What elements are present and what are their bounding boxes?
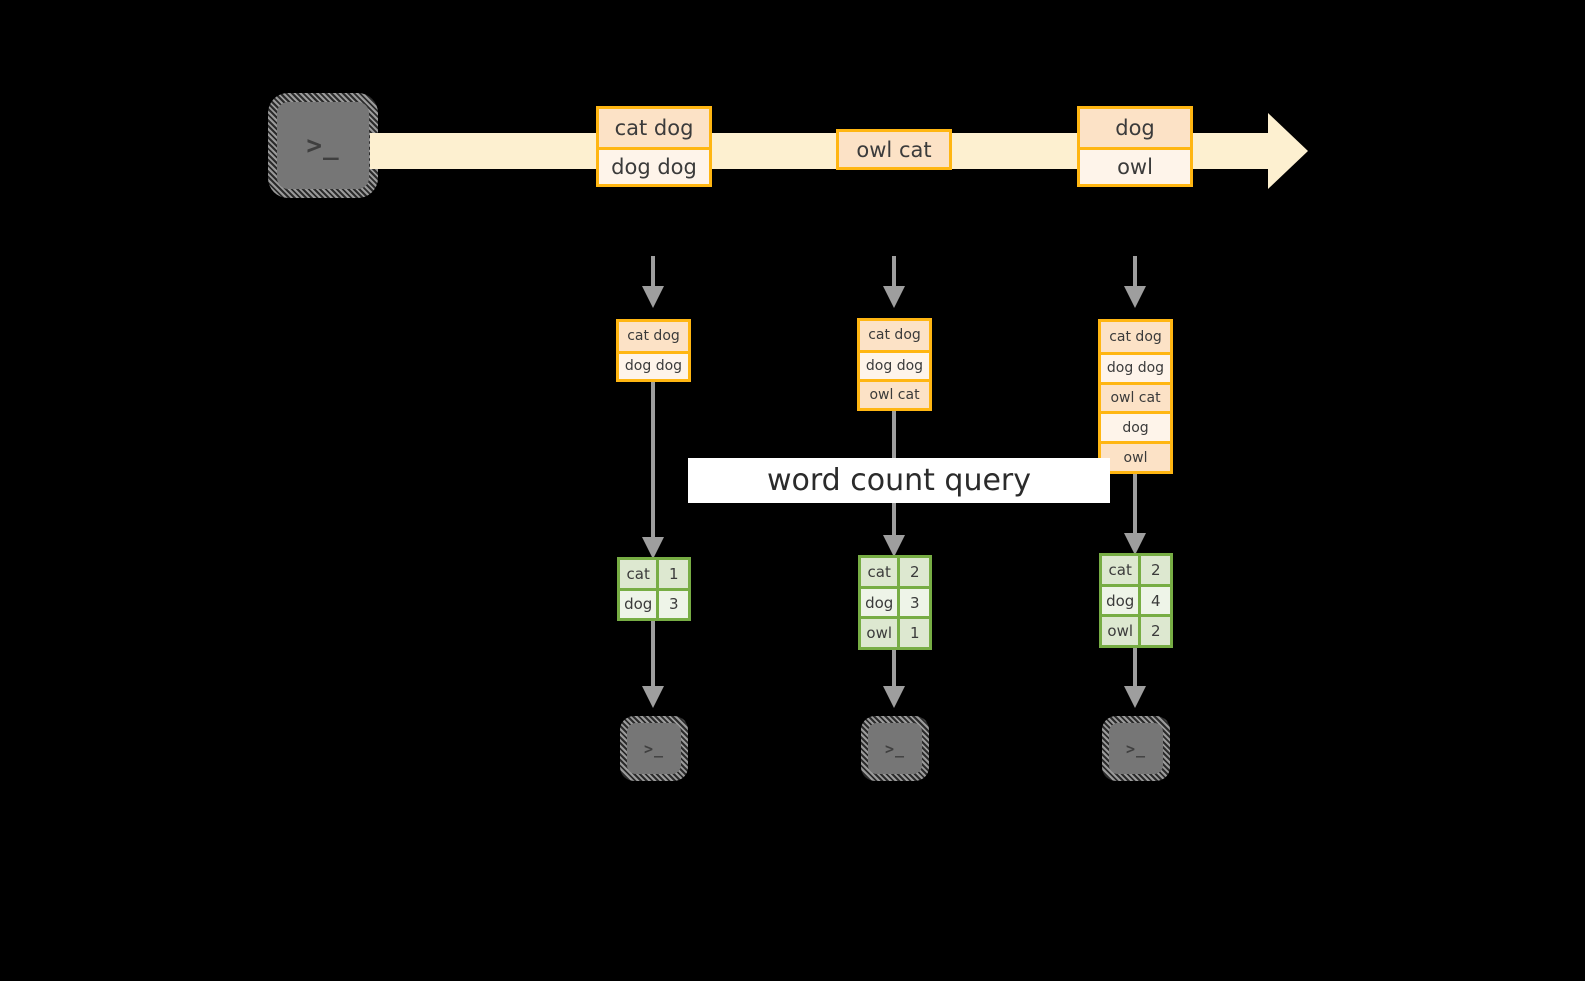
table-row: cat 2 [861, 558, 929, 586]
snapshot-trigger-arrowhead [883, 286, 905, 308]
result-table: cat 2 dog 4 owl 2 [1099, 553, 1173, 648]
terminal-prompt-glyph: >_ [643, 739, 665, 758]
query-connector-arrowhead [883, 535, 905, 557]
result-word: cat [1102, 556, 1142, 584]
query-connector-arrowhead [642, 537, 664, 559]
stream-event-line: dog [1080, 109, 1190, 147]
snapshot-trigger-line [1133, 256, 1137, 288]
result-word: dog [620, 590, 660, 618]
result-count: 2 [1141, 556, 1170, 584]
result-word: dog [1102, 586, 1142, 615]
event-stream-arrowhead [1268, 113, 1308, 189]
snapshot-table: cat dog dog dog [616, 319, 691, 382]
sink-connector-arrowhead [642, 686, 664, 708]
table-row: dog 4 [1102, 583, 1170, 615]
snapshot-line: cat dog [1101, 322, 1170, 352]
result-table: cat 2 dog 3 owl 1 [858, 555, 932, 650]
terminal-prompt-glyph: >_ [884, 739, 906, 758]
result-word: owl [1102, 617, 1142, 646]
terminal-prompt-glyph: >_ [1125, 739, 1147, 758]
terminal-screen [627, 723, 681, 774]
snapshot-line: cat dog [860, 321, 929, 350]
query-label: word count query [688, 458, 1110, 503]
query-connector-line [1133, 474, 1137, 541]
snapshot-line: dog [1101, 411, 1170, 442]
sink-connector-line [1133, 648, 1137, 694]
sink-connector-line [651, 621, 655, 694]
result-word: owl [861, 619, 901, 648]
result-count: 2 [900, 558, 929, 586]
snapshot-line: dog dog [1101, 351, 1170, 382]
table-row: dog 3 [861, 585, 929, 617]
snapshot-line: cat dog [619, 322, 688, 351]
result-word: cat [620, 560, 660, 588]
stream-event-line: owl [1080, 146, 1190, 184]
snapshot-table: cat dog dog dog owl cat dog owl [1098, 319, 1173, 474]
result-count: 3 [659, 590, 688, 618]
sink-connector-arrowhead [883, 686, 905, 708]
result-count: 1 [659, 560, 688, 588]
snapshot-trigger-arrowhead [642, 286, 664, 308]
snapshot-line: owl cat [1101, 381, 1170, 412]
query-connector-line [651, 382, 655, 545]
terminal-prompt-glyph: >_ [306, 130, 340, 161]
query-label-text: word count query [766, 463, 1032, 498]
result-table: cat 1 dog 3 [617, 557, 691, 621]
sink-connector-line [892, 650, 896, 694]
stream-event: dog owl [1077, 106, 1193, 187]
sink-connector-arrowhead [1124, 686, 1146, 708]
sink-terminal-icon: >_ [1102, 716, 1170, 781]
terminal-screen [277, 102, 369, 189]
snapshot-table: cat dog dog dog owl cat [857, 318, 932, 411]
terminal-screen [1109, 723, 1163, 774]
table-row: cat 1 [620, 560, 688, 588]
stream-event-line: owl cat [839, 132, 949, 167]
result-count: 1 [900, 619, 929, 648]
table-row: owl 2 [1102, 614, 1170, 646]
table-row: dog 3 [620, 587, 688, 618]
result-count: 3 [900, 588, 929, 617]
result-count: 2 [1141, 617, 1170, 646]
source-terminal-icon: >_ [268, 93, 378, 198]
table-row: owl 1 [861, 616, 929, 648]
snapshot-line: owl cat [860, 378, 929, 408]
stream-event: cat dog dog dog [596, 106, 712, 187]
snapshot-trigger-line [892, 256, 896, 288]
snapshot-trigger-arrowhead [1124, 286, 1146, 308]
snapshot-trigger-line [651, 256, 655, 288]
stream-event-line: dog dog [599, 146, 709, 184]
sink-terminal-icon: >_ [620, 716, 688, 781]
result-count: 4 [1141, 586, 1170, 615]
query-connector-arrowhead [1124, 533, 1146, 555]
stream-event: owl cat [836, 129, 952, 170]
result-word: dog [861, 588, 901, 617]
terminal-screen [868, 723, 922, 774]
snapshot-line: owl [1101, 441, 1170, 471]
stream-event-line: cat dog [599, 109, 709, 147]
sink-terminal-icon: >_ [861, 716, 929, 781]
snapshot-line: dog dog [860, 349, 929, 379]
snapshot-line: dog dog [619, 350, 688, 379]
table-row: cat 2 [1102, 556, 1170, 584]
result-word: cat [861, 558, 901, 586]
